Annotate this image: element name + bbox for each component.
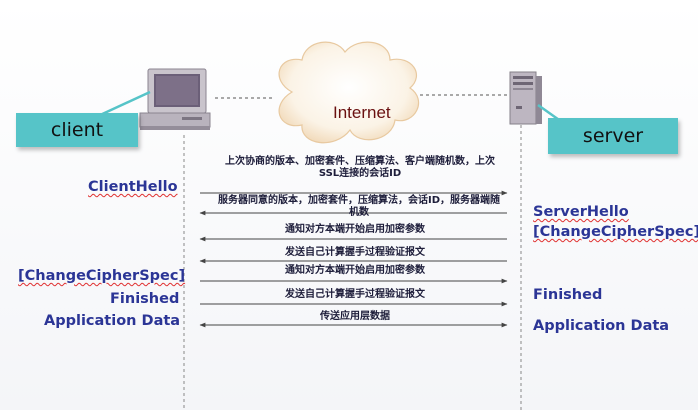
server-tower-icon [509, 71, 542, 125]
message-text-2: 服务器同意的版本，加密套件，压缩算法，会话ID，服务器端随 机数 [217, 195, 501, 218]
server-change-cipher-spec-label: [ChangeCipherSpec] [533, 224, 698, 240]
server-application-data-label: Application Data [533, 318, 670, 334]
message-text-1: 上次协商的版本、加密套件、压缩算法、客户端随机数，上次 SSL连接的会话ID [225, 156, 495, 179]
message-text-3: 通知对方本端开始启用加密参数 [285, 224, 425, 235]
server-callout: server [548, 118, 678, 154]
internet-cloud-icon [278, 41, 420, 144]
message-text-6: 发送自己计算握手过程验证报文 [285, 289, 425, 300]
internet-label: Internet [333, 103, 391, 122]
client-change-cipher-spec-label: [ChangeCipherSpec] [18, 268, 186, 284]
message-text-4: 发送自己计算握手过程验证报文 [285, 247, 425, 258]
client-hello-label: ClientHello [88, 179, 178, 195]
client-finished-label: Finished [110, 291, 180, 307]
message-text-5: 通知对方本端开始启用加密参数 [285, 265, 425, 276]
client-callout-pointer [97, 90, 151, 118]
client-computer-icon [139, 68, 211, 130]
server-finished-label: Finished [533, 287, 603, 303]
client-application-data-label: Application Data [44, 313, 181, 329]
client-callout: client [16, 113, 138, 147]
server-hello-label: ServerHello [533, 204, 629, 220]
message-text-7: 传送应用层数据 [320, 311, 390, 322]
